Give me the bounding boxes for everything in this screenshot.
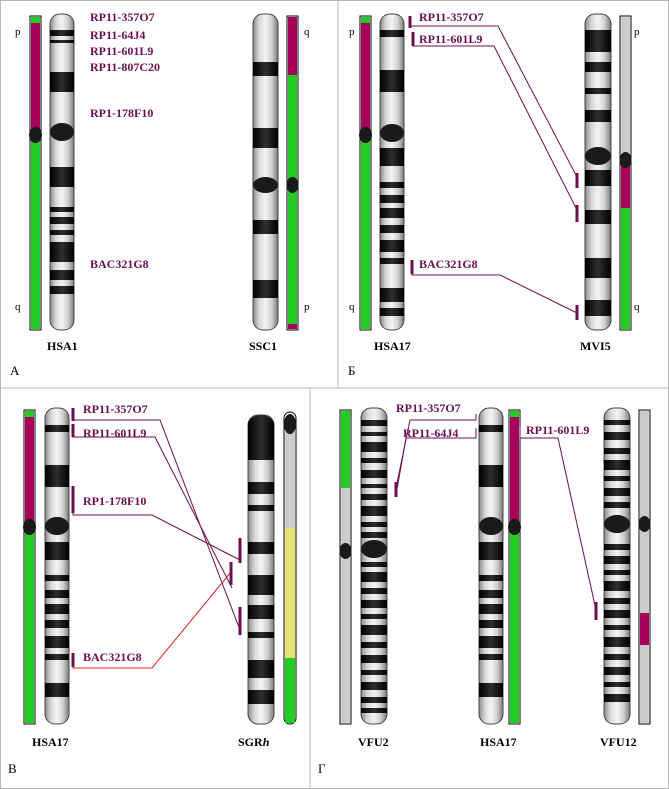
- arm-label-q: q: [634, 301, 640, 313]
- panel-letter: Б: [348, 363, 355, 378]
- chromosome-label: MVI5: [580, 339, 611, 353]
- clone-label: BAC321G8: [419, 257, 478, 271]
- panel-c: RP11-357O7 RP11-601L9 RP1-178F10 BAC321G…: [8, 402, 296, 776]
- clone-label: RP11-807C20: [90, 60, 160, 74]
- mvi5-chromosome: [585, 14, 611, 330]
- clone-markers: [73, 408, 240, 667]
- vfu12-arm-bar: [639, 410, 651, 724]
- clone-label: BAC321G8: [90, 257, 149, 271]
- chromosome-label: VFU12: [600, 735, 637, 749]
- chromosome-label: HSA17: [480, 735, 517, 749]
- hsa17-chromosome: [45, 408, 69, 724]
- hsa17-arm-bar: [508, 410, 521, 724]
- clone-label: RP11-357O7: [83, 402, 148, 416]
- clone-label: RP1-178F10: [83, 494, 146, 508]
- chromosome-label: HSA1: [47, 339, 78, 353]
- clone-label: BAC321G8: [83, 650, 142, 664]
- chromosome-label: HSA17: [374, 339, 411, 353]
- chromosome-label-prefix: SGR: [238, 735, 263, 749]
- ssc1-arm-bar: [287, 16, 299, 330]
- clone-label: RP11-64J4: [403, 426, 458, 440]
- clone-label: RP11-357O7: [396, 401, 461, 415]
- clone-markers: [410, 16, 577, 320]
- clone-label: RP11-601L9: [419, 32, 482, 46]
- clone-label: RP11-601L9: [83, 426, 146, 440]
- clone-label: RP11-357O7: [90, 10, 155, 24]
- arm-label-q: q: [15, 301, 21, 313]
- arm-label-p: p: [304, 301, 310, 313]
- chromosome-label: VFU2: [358, 735, 389, 749]
- panel-letter: Г: [318, 761, 326, 776]
- panel-a: p q RP11-357O7 RP11-64J4 RP11-601L9 RP11…: [10, 10, 310, 378]
- hsa17-chromosome: [380, 14, 404, 330]
- mvi5-arm-bar: [620, 16, 632, 330]
- vfu12-chromosome: [604, 408, 630, 724]
- hsa17-chromosome: [479, 408, 503, 724]
- arm-label-p: p: [634, 26, 640, 38]
- hsa1-arm-bar: [29, 16, 42, 330]
- vfu2-chromosome: [361, 408, 387, 724]
- clone-label: RP11-64J4: [90, 28, 145, 42]
- chromosome-label: HSA17: [32, 735, 69, 749]
- chromosome-label-suffix: h: [263, 735, 270, 749]
- sgrh-chromosome: [248, 415, 274, 724]
- clone-label: RP11-601L9: [90, 44, 153, 58]
- arm-label-p: p: [349, 26, 355, 38]
- arm-label-q: q: [304, 26, 310, 38]
- clone-label: RP11-601L9: [526, 423, 589, 437]
- vfu2-arm-bar: [340, 410, 352, 724]
- panel-b: p q: [348, 10, 640, 378]
- hsa17-arm-bar: [23, 410, 36, 724]
- chromosome-label: SSC1: [249, 339, 277, 353]
- panel-letter: А: [10, 363, 20, 378]
- ssc1-chromosome: [253, 14, 278, 330]
- hsa1-chromosome: [50, 14, 74, 330]
- sgrh-arm-bar: [284, 412, 296, 724]
- clone-label: RP11-357O7: [419, 10, 484, 24]
- hsa17-arm-bar: [359, 16, 372, 330]
- clone-label: RP1-178F10: [90, 106, 153, 120]
- arm-label-p: p: [15, 26, 21, 38]
- chromosome-label: SGRh: [238, 735, 270, 749]
- panel-letter: В: [8, 761, 17, 776]
- connector-lines: [73, 412, 240, 668]
- arm-label-q: q: [349, 301, 355, 313]
- panel-d: RP11-357O7 RP11-64J4 RP11-601L9: [318, 401, 651, 776]
